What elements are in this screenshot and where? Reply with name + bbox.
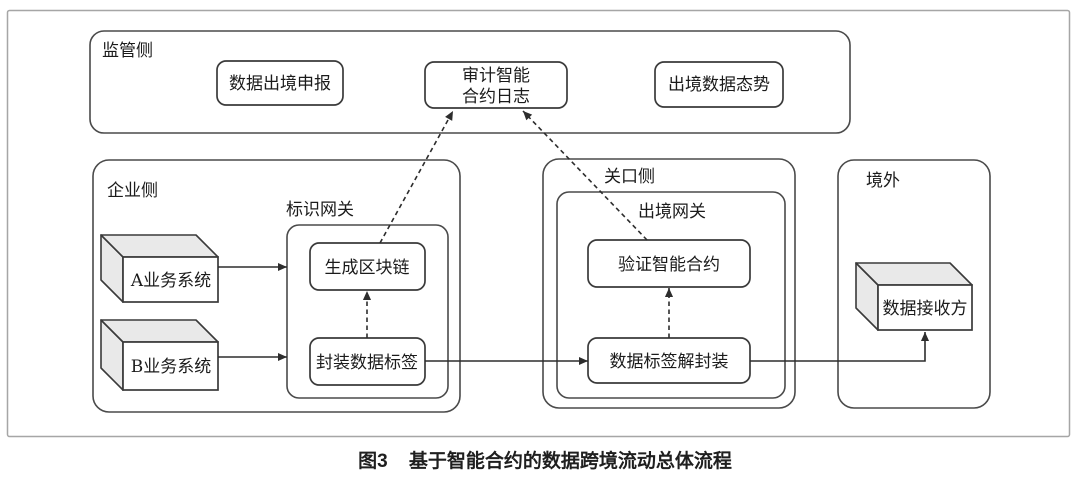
system-b-cube: B业务系统 [100,319,219,391]
identification-gateway: 标识网关 生成区块链 封装数据标签 [286,200,449,399]
node-verify-smart-contract: 验证智能合约 [587,239,751,288]
decapsulate-node-label: 数据标签解封装 [610,352,729,372]
node-encapsulate-data-label: 封装数据标签 [309,337,426,386]
enterprise-section: 企业侧 A业务系统 B业务系统 标识网关 生成 [92,159,461,413]
export-gateway-label: 出境网关 [638,202,706,222]
figure-caption-title: 基于智能合约的数据跨境流动总体流程 [408,449,732,472]
system-b-front-face [122,341,219,391]
declaration-node-box [216,60,344,106]
checkpoint-label: 关口侧 [604,167,655,187]
regulator-section: 监管侧 数据出境申报 审计智能 合约日志 出境数据态势 [89,30,851,134]
data-receiver-front-face [877,284,973,331]
audit-node-label-line2: 合约日志 [462,87,530,107]
dashed-arrow-blockchain-to-audit-log [379,110,454,244]
situation-node-label: 出境数据态势 [668,75,770,95]
overseas-section: 境外 数据接收方 [837,159,991,409]
audit-node-label-line1: 审计智能 [462,66,530,86]
verify-node-label: 验证智能合约 [618,255,720,275]
overseas-label: 境外 [866,171,900,191]
node-decapsulate-data-label: 数据标签解封装 [587,337,751,384]
figure-caption: 图3 基于智能合约的数据跨境流动总体流程 [358,449,732,472]
system-a-label: A业务系统 [130,271,211,291]
system-b-label: B业务系统 [131,357,212,377]
data-receiver-cube: 数据接收方 [855,262,973,331]
flow-arrows [218,110,930,366]
audit-node-box [424,61,568,109]
blockchain-node-box [309,242,426,291]
node-generate-blockchain: 生成区块链 [309,242,426,291]
export-gateway: 出境网关 验证智能合约 数据标签解封装 [556,191,786,399]
system-a-front-face [122,256,219,303]
system-a-cube: A业务系统 [100,234,219,303]
node-data-export-declaration: 数据出境申报 [216,60,344,106]
verify-node-box [587,239,751,288]
data-receiver-label: 数据接收方 [883,299,968,319]
regulator-label: 监管侧 [102,41,153,61]
declaration-node-label: 数据出境申报 [229,74,331,94]
identification-gateway-label: 标识网关 [286,200,354,220]
enterprise-label: 企业侧 [107,181,158,201]
encapsulate-node-label: 封装数据标签 [316,353,418,373]
node-export-data-situation: 出境数据态势 [654,61,784,108]
blockchain-node-label: 生成区块链 [325,258,410,278]
figure-border [6,9,1071,438]
figure-caption-number: 图3 [358,450,388,472]
checkpoint-section: 关口侧 出境网关 验证智能合约 数据标签解封装 [542,158,796,409]
situation-node-box [654,61,784,108]
dashed-arrow-verify-to-audit-log [522,110,648,241]
node-audit-smart-contract-log: 审计智能 合约日志 [424,61,568,109]
arrow-decapsulate-to-data-receiver [750,332,930,362]
